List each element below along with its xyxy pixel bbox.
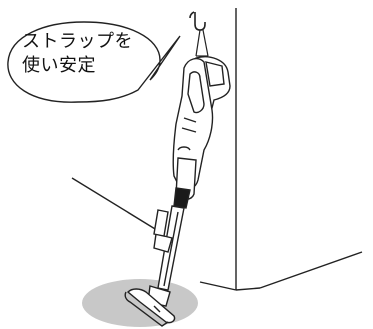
wall-corner — [71, 8, 363, 291]
wall-hook-icon — [189, 11, 206, 31]
floor-nozzle — [124, 285, 176, 327]
callout-line-2: 使い安定 — [22, 55, 96, 76]
callout-bubble — [7, 21, 181, 103]
callout-text: ストラップを 使い安定 — [22, 30, 152, 78]
strap — [195, 29, 209, 57]
callout-line-1: ストラップを — [22, 31, 133, 52]
stick-vacuum-icon — [172, 56, 231, 209]
extension-pipe — [153, 205, 185, 291]
floor-shadow — [82, 279, 198, 327]
